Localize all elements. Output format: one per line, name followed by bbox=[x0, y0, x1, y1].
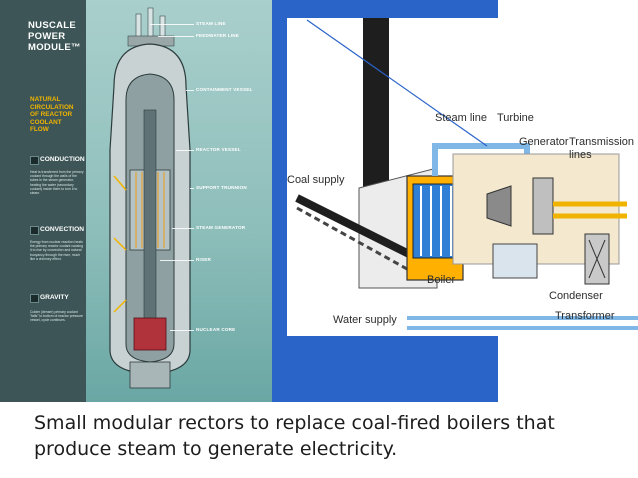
label-containment-vessel: CONTAINMENT VESSEL bbox=[196, 87, 253, 92]
label-coal-supply: Coal supply bbox=[287, 174, 345, 186]
module-subtitle: NATURAL CIRCULATION OF REACTOR COOLANT F… bbox=[30, 96, 74, 134]
module-title: NUSCALE POWER MODULE™ bbox=[28, 20, 81, 53]
leader-line bbox=[150, 24, 194, 25]
leader-line bbox=[158, 36, 194, 37]
label-condenser: Condenser bbox=[549, 290, 603, 302]
section-body-conduction: Heat is transferred from the primary coo… bbox=[30, 170, 84, 196]
caption-line-2: produce steam to generate electricity. bbox=[34, 438, 398, 460]
label-support-trunnion: SUPPORT TRUNNION bbox=[196, 185, 247, 190]
label-steam-generator: STEAM GENERATOR bbox=[196, 225, 246, 230]
label-reactor-vessel: REACTOR VESSEL bbox=[196, 147, 241, 152]
gravity-icon bbox=[30, 294, 39, 303]
coal-plant-diagram: Steam line Turbine Generator Transmissio… bbox=[287, 18, 638, 336]
label-feedwater-line: FEEDWATER LINE bbox=[196, 33, 240, 38]
label-turbine: Turbine bbox=[497, 112, 534, 124]
label-water-supply: Water supply bbox=[333, 314, 397, 326]
label-generator: Generator bbox=[519, 136, 569, 148]
leader-line bbox=[186, 90, 194, 91]
label-boiler: Boiler bbox=[427, 274, 456, 286]
label-transformer: Transformer bbox=[555, 310, 615, 322]
reactor-module-drawing bbox=[109, 7, 191, 389]
coal-plant-drawing bbox=[287, 18, 638, 336]
conduction-icon bbox=[30, 156, 39, 165]
leader-line bbox=[172, 228, 194, 229]
infographic-sidebar: NUSCALE POWER MODULE™ NATURAL CIRCULATIO… bbox=[0, 0, 86, 402]
section-heading-conduction: CONDUCTION bbox=[40, 156, 85, 163]
section-body-convection: Energy from nuclear reaction heats the p… bbox=[30, 240, 83, 261]
label-riser: RISER bbox=[196, 257, 212, 262]
convection-icon bbox=[30, 226, 39, 235]
leader-line bbox=[190, 188, 194, 189]
leader-line bbox=[176, 150, 194, 151]
leader-line bbox=[160, 260, 194, 261]
label-nuclear-core: NUCLEAR CORE bbox=[196, 327, 236, 332]
slide-caption: Small modular rectors to replace coal-fi… bbox=[34, 410, 624, 462]
leader-line bbox=[170, 330, 194, 331]
label-steam-line-diagram: Steam line bbox=[435, 112, 487, 124]
section-heading-gravity: GRAVITY bbox=[40, 294, 69, 301]
label-transmission-lines: Transmission lines bbox=[569, 136, 634, 161]
reactor-infographic: NUSCALE POWER MODULE™ NATURAL CIRCULATIO… bbox=[0, 0, 272, 402]
section-heading-convection: CONVECTION bbox=[40, 226, 84, 233]
label-steam-line: STEAM LINE bbox=[196, 21, 226, 26]
caption-line-1: Small modular rectors to replace coal-fi… bbox=[34, 412, 555, 434]
section-body-gravity: Colder (denser) primary coolant "falls" … bbox=[30, 310, 83, 323]
